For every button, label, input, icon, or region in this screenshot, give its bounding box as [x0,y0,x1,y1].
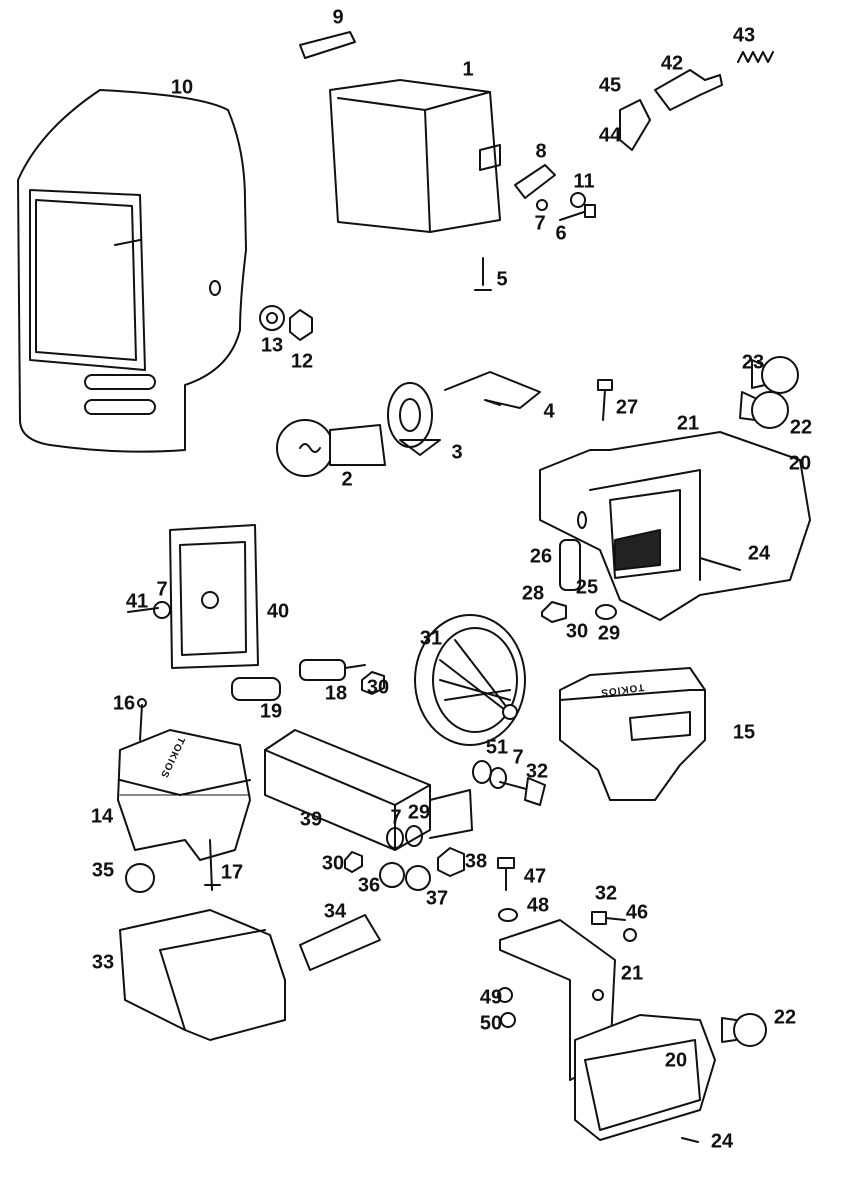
part-label: 41 [125,590,149,613]
part-label: 47 [523,865,547,888]
part-label: 9 [332,6,344,29]
horn-31 [414,614,526,746]
part-label: 43 [732,24,756,47]
headlight-fairing [17,89,247,453]
part-label: 17 [220,861,244,884]
part-label: 23 [741,351,765,374]
part-label: 15 [732,721,756,744]
bulb-socket-3 [387,382,441,456]
part-label: 21 [620,962,644,985]
spring-43 [737,51,774,63]
part-label: 30 [565,620,589,643]
part-label: 20 [788,452,812,475]
part-label: 8 [535,140,547,163]
part-label: 18 [324,682,348,705]
part-label: 12 [290,350,314,373]
bracket-44 [619,99,651,151]
bulb-2 [276,419,386,477]
bracket-8 [514,164,556,199]
part-label: 30 [321,852,345,875]
part-label: 16 [112,692,136,715]
part-label: 42 [660,52,684,75]
part-label: 39 [299,808,323,831]
part-label: 29 [407,801,431,824]
part-label: 24 [747,542,771,565]
part-label: 32 [594,882,618,905]
part-label: 29 [597,622,621,645]
part-label: 27 [615,396,639,419]
part-label: 19 [259,700,283,723]
part-label: 40 [266,600,290,623]
part-label: 5 [496,268,508,291]
part-label: 4 [543,400,555,423]
part-label: 25 [575,576,599,599]
flasher-39 [264,729,473,851]
part-label: 44 [598,124,622,147]
part-label: 6 [555,222,567,245]
part-label: 10 [170,76,194,99]
part-label: 50 [479,1012,503,1035]
part-label: 34 [323,900,347,923]
part-label: 46 [625,901,649,924]
headlight [329,79,501,233]
part-label: 49 [479,986,503,1009]
part-label: 26 [529,545,553,568]
part-label: 31 [419,627,443,650]
part-label: 7 [512,746,524,769]
bracket-9 [299,31,356,59]
part-label: 36 [357,874,381,897]
part-label: 20 [664,1049,688,1072]
part-label: 45 [598,74,622,97]
part-label: 22 [789,416,813,439]
part-label: 3 [451,441,463,464]
part-label: 35 [91,859,115,882]
part-label: 30 [366,676,390,699]
wire-clip-4 [444,371,541,409]
part-label: 7 [156,578,168,601]
rectifier-40 [169,524,259,669]
part-label: 7 [534,212,546,235]
part-label: 1 [462,58,474,81]
switch-14 [117,729,251,891]
part-label: 24 [710,1130,734,1153]
indicator-33 [119,909,286,1041]
part-label: 51 [485,736,509,759]
tail-light-20 [574,1014,716,1141]
part-label: 37 [425,887,449,910]
part-label: 2 [341,468,353,491]
part-label: 13 [260,334,284,357]
indicator-stem-34 [299,914,381,971]
adjuster-42 [654,69,723,111]
part-label: 28 [521,582,545,605]
part-label: 32 [525,760,549,783]
part-label: 33 [91,951,115,974]
part-label: 38 [464,850,488,873]
screw-24 [699,557,741,571]
tail-light-assembly [539,431,811,621]
part-label: 22 [773,1006,797,1029]
part-label: 11 [573,170,595,193]
switch-15 [559,667,706,801]
part-label: 48 [526,894,550,917]
part-label: 7 [390,806,402,829]
part-label: 21 [676,412,700,435]
part-label: 14 [90,805,114,828]
